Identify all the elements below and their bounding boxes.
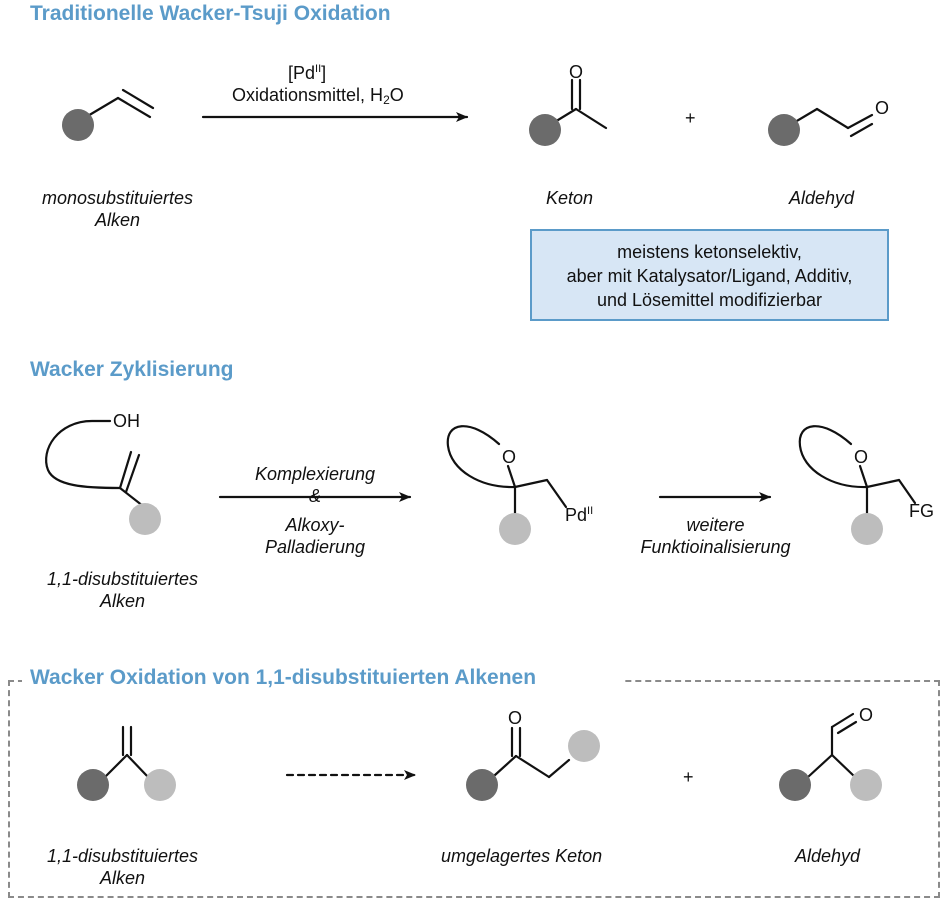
substrate-label: monosubstituiertes Alken <box>30 187 205 231</box>
functionalization-label-line2: Funktioinalisierung <box>640 537 791 557</box>
aldehyde-label: Aldehyd <box>795 846 861 866</box>
ketone-structure <box>543 78 608 130</box>
selectivity-note-line2: aber mit Katalysator/Ligand, Additiv, <box>566 266 853 286</box>
functionalization-label: weitere Funktioinalisierung <box>618 514 813 558</box>
substrate-label-line2: Alken <box>99 868 146 888</box>
rearranged-ketone-label: umgelagertes Keton <box>441 846 603 866</box>
fg-product-structure <box>798 425 917 516</box>
selectivity-note-line1: meistens ketonselektiv, <box>617 242 802 262</box>
reagent-oxidant-text: Oxidationsmittel, H <box>232 85 384 105</box>
ketone-oxygen: O <box>508 708 523 728</box>
ring-oxygen: O <box>502 447 517 467</box>
palladium-text: Pd <box>565 505 588 525</box>
functional-group-label: FG <box>909 501 934 521</box>
reagent-catalyst-end: ] <box>321 63 327 83</box>
ketone-oxygen: O <box>569 62 584 82</box>
reagent-oxidant-sub: 2 <box>383 93 390 107</box>
ring-oxygen: O <box>854 447 869 467</box>
alkoxypalladation-label-line1: Alkoxy- <box>285 515 345 535</box>
frame-title-background <box>22 664 622 696</box>
substituent-dark <box>768 114 800 146</box>
heading-disubstituted: Wacker Oxidation von 1,1-disubstituierte… <box>30 666 537 689</box>
aldehyde-label: Aldehyd <box>789 188 855 208</box>
reagent-catalyst: [PdII] <box>288 58 326 84</box>
substrate-label: 1,1-disubstituiertes Alken <box>30 845 215 889</box>
alkoxypalladation-label-line2: Palladierung <box>264 537 366 557</box>
substituent-light <box>129 503 161 535</box>
pd-intermediate-structure <box>446 425 568 516</box>
reagent-catalyst-text: [Pd <box>288 63 316 83</box>
aldehyde-oxygen: O <box>859 705 874 725</box>
substrate-label-line1: 1,1-disubstituiertes <box>46 569 199 589</box>
alcohol-substrate-structure <box>45 419 145 508</box>
heading-traditional: Traditionelle Wacker-Tsuji Oxidation <box>30 2 391 25</box>
functionalization-label-line1: weitere <box>686 515 745 535</box>
substituent-light <box>851 513 883 545</box>
selectivity-note: meistens ketonselektiv, aber mit Katalys… <box>530 229 889 321</box>
complexation-label-line1: Komplexierung <box>254 464 376 484</box>
aldehyde-oxygen: O <box>875 98 890 118</box>
branched-aldehyde-structure <box>806 712 858 779</box>
alkene-mono-structure <box>84 88 155 119</box>
substrate-label-line1: 1,1-disubstituiertes <box>46 846 199 866</box>
substituent-dark <box>77 769 109 801</box>
reagent-oxidant-end: O <box>389 85 404 105</box>
alkene-disubstituted-structure <box>103 725 150 779</box>
complexation-label-line2: & <box>308 486 321 506</box>
substrate-label-line2: Alken <box>99 591 146 611</box>
substrate-label-line2: Alken <box>94 210 141 230</box>
ketone-label: Keton <box>546 188 594 208</box>
hydroxyl-label: OH <box>113 411 140 431</box>
substituent-light <box>568 730 600 762</box>
palladium-label: PdII <box>565 500 593 526</box>
substrate-label: 1,1-disubstituiertes Alken <box>30 568 215 612</box>
reagent-oxidant: Oxidationsmittel, H2O <box>232 84 404 111</box>
alkoxypalladation-label: Alkoxy- Palladierung <box>230 514 400 558</box>
substituent-dark <box>62 109 94 141</box>
rearranged-ketone-structure <box>493 726 571 779</box>
substituent-dark <box>529 114 561 146</box>
substituent-light <box>850 769 882 801</box>
substituent-light <box>144 769 176 801</box>
plus-sign: + <box>685 108 696 128</box>
selectivity-note-line3: und Lösemittel modifizierbar <box>596 290 823 310</box>
plus-sign: + <box>683 767 694 787</box>
substituent-dark <box>466 769 498 801</box>
complexation-label: Komplexierung & <box>230 463 400 507</box>
reagent-catalyst-ox: II <box>315 63 322 75</box>
substrate-label-line1: monosubstituiertes <box>41 188 194 208</box>
palladium-ox: II <box>587 505 594 517</box>
substituent-dark <box>779 769 811 801</box>
substituent-light <box>499 513 531 545</box>
heading-cyclization: Wacker Zyklisierung <box>30 358 234 381</box>
